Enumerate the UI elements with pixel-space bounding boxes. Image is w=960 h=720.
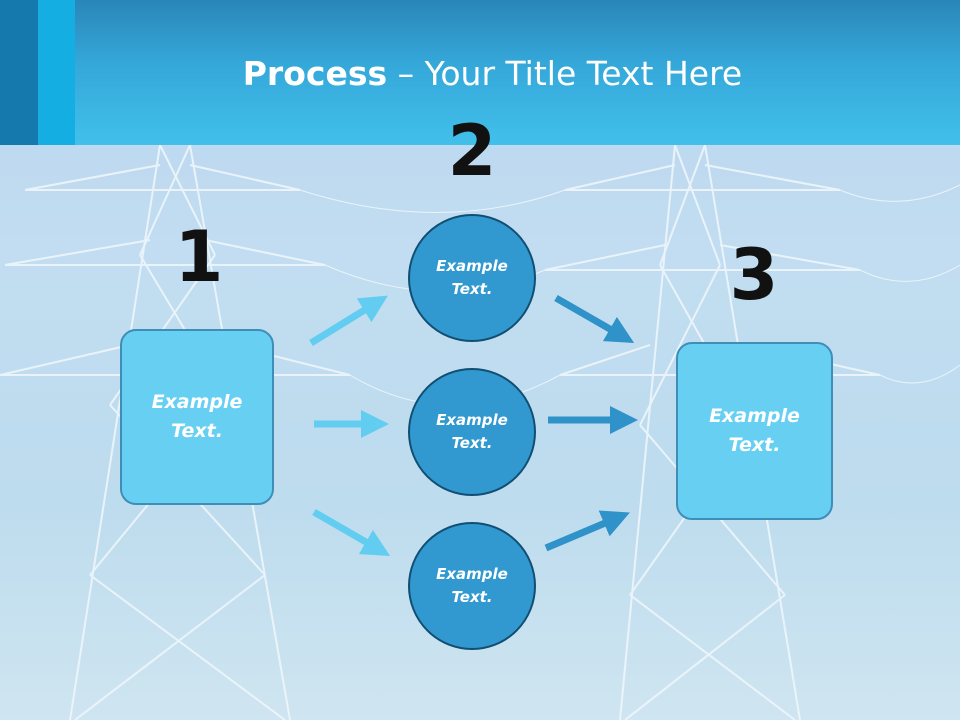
step-3-text: Example Text. [709, 405, 800, 456]
step-2-circle-top-text: Example Text. [436, 257, 508, 298]
arrow-1-to-top [309, 295, 388, 346]
step-2-circle-middle-text: Example Text. [436, 411, 508, 452]
step-3-box: Example Text. [676, 342, 833, 520]
arrow-bottom-to-3 [544, 510, 630, 552]
header-accent-light [38, 0, 75, 145]
step-number-3: 3 [729, 234, 779, 316]
step-number-1: 1 [174, 216, 224, 298]
header-bar [0, 0, 960, 145]
step-number-2: 2 [447, 110, 497, 192]
step-2-circle-middle: Example Text. [408, 368, 536, 496]
step-1-text: Example Text. [151, 391, 243, 442]
arrow-top-to-3 [554, 294, 635, 343]
step-2-circle-bottom: Example Text. [408, 522, 536, 650]
step-2-circle-top: Example Text. [408, 214, 536, 342]
title-strong: Process [242, 54, 388, 93]
arrow-1-to-bottom [312, 508, 391, 557]
step-2-circle-bottom-text: Example Text. [436, 565, 508, 606]
title-rest: – Your Title Text Here [387, 54, 743, 93]
slide-title: Process – Your Title Text Here [75, 52, 910, 96]
step-1-box: Example Text. [120, 329, 274, 505]
header-accent-dark [0, 0, 38, 145]
